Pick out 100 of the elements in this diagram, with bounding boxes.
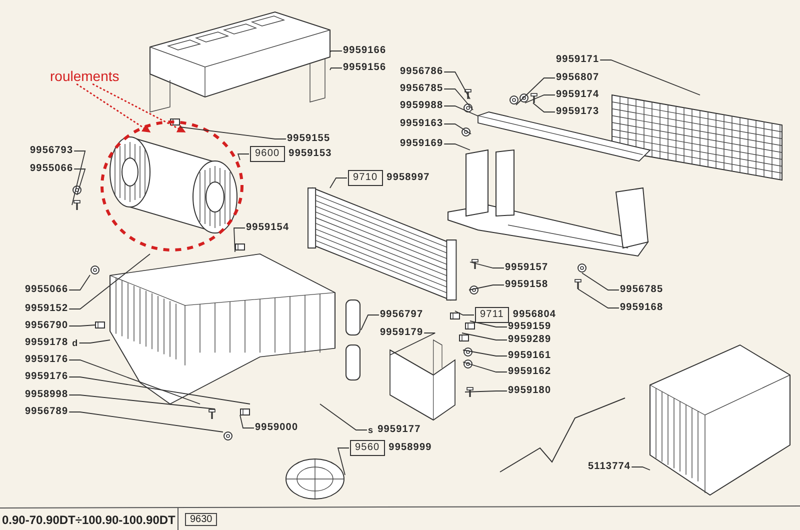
part-number: 9958999 <box>388 442 432 454</box>
leader-line <box>320 404 368 430</box>
annotation-text: roulements <box>50 68 120 84</box>
leader-line <box>578 288 620 308</box>
part-number: 9955066 <box>25 284 68 296</box>
leader-line <box>462 362 508 372</box>
leader-line <box>72 150 86 206</box>
leader-line <box>237 154 250 160</box>
frame-drawing <box>448 150 650 258</box>
leader-line <box>330 68 342 70</box>
part-number: 9959155 <box>287 133 330 145</box>
reference-number: 9560 <box>350 440 385 456</box>
part-number: 9959174 <box>556 89 600 101</box>
leader-line <box>330 178 348 188</box>
part-number: 9959000 <box>255 422 298 434</box>
part-number: 9959166 <box>343 45 386 57</box>
screw-icon <box>207 409 217 419</box>
model-range-text: 0.90-70.90DT÷100.90-100.90DT <box>2 513 176 527</box>
part-number: 9959162 <box>508 366 552 378</box>
washer-icon <box>223 431 233 441</box>
clip-icon <box>240 407 250 417</box>
leader-line <box>524 94 556 104</box>
leader-line <box>390 332 436 356</box>
bracket-drawing <box>390 340 455 420</box>
part-number: 9956786 <box>400 66 444 78</box>
reference-number: 9711 <box>475 307 509 323</box>
clip-icon <box>465 321 475 331</box>
screw-icon <box>72 200 82 210</box>
cover-drawing <box>150 12 330 112</box>
leader-line <box>78 340 110 344</box>
part-number: 9958998 <box>25 389 68 401</box>
part-number: 9959180 <box>508 385 552 397</box>
leader-line <box>180 126 286 140</box>
part-number: 9959168 <box>620 302 664 314</box>
part-number: 9955066 <box>30 163 74 175</box>
clip-icon <box>235 242 245 252</box>
washer-icon <box>509 95 519 105</box>
part-number: 9959178 <box>25 337 68 349</box>
housing-drawing <box>110 254 335 404</box>
part-number: 9959171 <box>556 54 600 66</box>
part-number: 9959176 <box>25 371 68 383</box>
pads-drawing <box>345 300 361 380</box>
part-number: 9959177 <box>378 424 421 436</box>
leader-line <box>74 168 86 196</box>
part-number: 9956807 <box>556 72 600 84</box>
leader-line <box>462 332 508 340</box>
leader-line <box>444 144 470 150</box>
leader-line <box>68 376 250 404</box>
leader-line <box>68 394 216 410</box>
reference-number: 9710 <box>348 170 383 186</box>
reference-number: 9600 <box>250 146 285 162</box>
part-number: 9959154 <box>246 222 290 234</box>
part-number: 9956793 <box>30 145 74 157</box>
leader-line <box>68 324 96 326</box>
clip-icon <box>450 311 460 321</box>
part-number: 9956790 <box>25 320 68 332</box>
leader-line <box>468 284 504 290</box>
leader-line <box>240 414 254 428</box>
leader-line <box>516 78 556 106</box>
part-number: 9959179 <box>380 327 424 339</box>
part-number: 9956785 <box>620 284 664 296</box>
leader-line <box>464 390 508 392</box>
leader-line <box>360 314 380 330</box>
part-number: 9956797 <box>380 309 424 321</box>
washer-icon <box>90 265 100 275</box>
arrow <box>76 83 151 133</box>
marker-letter: s <box>368 424 374 436</box>
leader-line <box>470 320 508 328</box>
washer-icon <box>577 263 587 273</box>
marker-letter: d <box>72 337 78 349</box>
part-number: 9958997 <box>386 172 430 184</box>
leader-line <box>532 102 556 112</box>
leader-line <box>68 274 90 290</box>
filter-grid-drawing <box>612 95 782 180</box>
leader-line <box>68 412 224 432</box>
part-number: 9956785 <box>400 83 444 95</box>
part-number: 9959173 <box>556 106 600 118</box>
leader-line <box>454 310 474 316</box>
leader-line <box>68 360 200 404</box>
leader-line <box>68 254 150 310</box>
part-number: 9959988 <box>400 100 444 112</box>
leader-line <box>444 88 474 110</box>
leader-line <box>631 466 650 470</box>
part-number: 9959156 <box>343 62 386 74</box>
leader-line <box>470 262 504 268</box>
screw-icon <box>573 279 583 289</box>
leader-line <box>444 124 472 134</box>
part-number: 9959153 <box>288 148 332 160</box>
leader-line <box>600 60 700 96</box>
screw-icon <box>465 387 475 397</box>
leader-line <box>234 228 246 252</box>
part-number: 9959157 <box>505 262 548 274</box>
part-number: 9959161 <box>508 350 552 362</box>
part-number: 9959158 <box>505 279 548 291</box>
part-number: 9956804 <box>512 309 556 321</box>
screw-icon <box>463 89 473 99</box>
clip-icon <box>95 320 105 330</box>
leader-line <box>462 350 508 356</box>
leader-line <box>582 272 620 290</box>
part-number: 9959169 <box>400 138 444 150</box>
